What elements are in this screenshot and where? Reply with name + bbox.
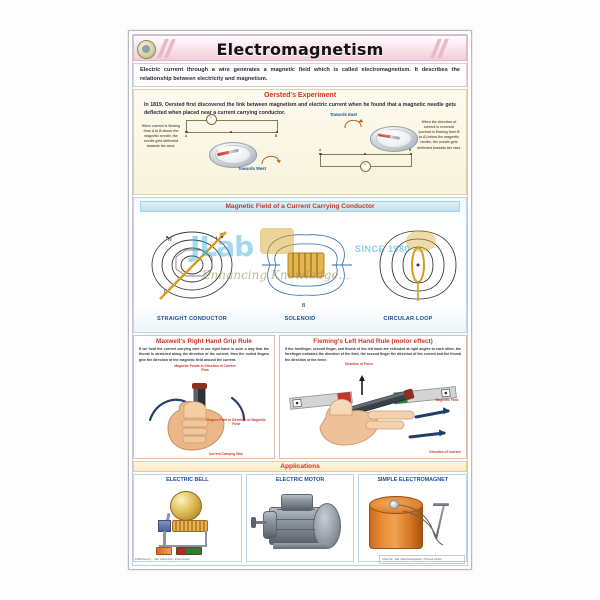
terminal-a-label: A bbox=[319, 148, 322, 152]
page-title: Electromagnetism bbox=[216, 39, 384, 59]
electromagnet-coil-icon bbox=[359, 487, 466, 558]
oersted-section: Oersted's Experiment In 1819, Oersted fi… bbox=[133, 89, 467, 195]
svg-text:I: I bbox=[216, 236, 217, 242]
footer-chart-text: Chart No. : EM / Electromagnetism / Phys… bbox=[382, 557, 442, 561]
label-direction-of-force: Direction of Force bbox=[344, 362, 374, 366]
institute-seal-icon bbox=[137, 40, 156, 59]
intro-text: Electric current through a wire generate… bbox=[140, 67, 460, 83]
poster-inner-border bbox=[132, 34, 468, 566]
label-solenoid: SOLENOID bbox=[284, 316, 316, 322]
application-electric-motor: ELECTRIC MOTOR bbox=[245, 474, 355, 562]
deflection-arc-west-icon bbox=[260, 152, 282, 166]
application-electric-bell: ELECTRIC BELL bbox=[133, 474, 242, 562]
left-hand-rule-body: If the forefinger, second finger, and th… bbox=[285, 347, 461, 362]
terminal-a-label: A bbox=[185, 134, 188, 138]
left-hand-rule-heading: Fleming's Left Hand Rule (motor effect) bbox=[313, 338, 433, 345]
left-hand-rule-icon: Direction of Force bbox=[280, 362, 466, 456]
svg-text:N: N bbox=[168, 237, 172, 243]
magnetic-compass-icon bbox=[209, 138, 257, 168]
oersted-circuit-right: A B bbox=[319, 148, 420, 178]
svg-text:I: I bbox=[164, 289, 165, 295]
footer-publisher: Published by : Jain Laboratory Instrumen… bbox=[135, 557, 190, 561]
label-towards-east: Towards East bbox=[330, 112, 357, 117]
rules-section: Maxwell's Right Hand Grip Rule If we hol… bbox=[133, 335, 467, 459]
applications-row: ELECTRIC BELL ELECTRIC MOTOR bbox=[133, 474, 468, 562]
magnetic-compass-icon bbox=[370, 122, 418, 152]
poster-footer: Published by : Jain Laboratory Instrumen… bbox=[135, 555, 465, 565]
solenoid-coil-icon: B bbox=[250, 215, 362, 315]
label-current-carrying-wire: Current Carrying Wire bbox=[208, 451, 244, 456]
left-hand-rule-panel: Fleming's Left Hand Rule (motor effect) … bbox=[279, 335, 467, 459]
deflection-arc-east-icon bbox=[342, 116, 364, 130]
label-circular-loop: CIRCULAR LOOP bbox=[383, 316, 433, 322]
concentric-field-lines-icon: N I I bbox=[138, 215, 250, 315]
label-thumb-direction: Magnetic Points in Direction of Current … bbox=[174, 364, 236, 373]
right-hand-rule-heading: Maxwell's Right Hand Grip Rule bbox=[156, 338, 252, 345]
circular-loop-field-icon bbox=[362, 215, 471, 315]
poster-header: Electromagnetism bbox=[133, 35, 467, 61]
svg-text:B: B bbox=[302, 303, 306, 309]
oersted-illustration: When current is flowing from A to B abov… bbox=[134, 112, 466, 192]
oersted-body: In 1819, Oersted first discovered the li… bbox=[144, 102, 456, 117]
right-hand-grip-icon: Magnetic Points in Direction of Current … bbox=[134, 362, 274, 456]
label-fingers-direction: Fingers Point in Direction of Magnetic F… bbox=[206, 418, 266, 427]
oersted-circuit-left: A B bbox=[185, 114, 286, 142]
electric-bell-icon bbox=[134, 487, 241, 558]
label-direction-of-current: Direction of Current bbox=[429, 449, 461, 454]
label-electric-motor: ELECTRIC MOTOR bbox=[275, 477, 325, 483]
applications-heading: Applications bbox=[133, 461, 467, 472]
magnetic-field-heading: Magnetic Field of a Current Carrying Con… bbox=[140, 201, 460, 212]
terminal-b-label: B bbox=[275, 134, 278, 138]
electric-motor-icon bbox=[247, 487, 354, 558]
right-hand-rule-body: If we hold the current carrying wire in … bbox=[139, 347, 269, 362]
oersted-caption-right: When the direction of current is reverse… bbox=[417, 120, 461, 150]
label-electric-bell: ELECTRIC BELL bbox=[166, 477, 209, 483]
right-hand-grip-rule-panel: Maxwell's Right Hand Grip Rule If we hol… bbox=[133, 335, 275, 459]
oersted-heading: Oersted's Experiment bbox=[263, 92, 337, 99]
magnetic-field-labels: STRAIGHT CONDUCTOR SOLENOID CIRCULAR LOO… bbox=[138, 316, 462, 328]
footer-chart-info: Chart No. : EM / Electromagnetism / Phys… bbox=[379, 555, 465, 564]
label-straight-conductor: STRAIGHT CONDUCTOR bbox=[157, 316, 227, 322]
application-electromagnet: SIMPLE ELECTROMAGNET bbox=[358, 474, 468, 562]
magnetic-field-diagrams: N I I bbox=[138, 215, 462, 315]
label-simple-electromagnet: SIMPLE ELECTROMAGNET bbox=[377, 477, 449, 483]
intro-strip: Electric current through a wire generate… bbox=[133, 63, 467, 87]
terminal-b-label: B bbox=[409, 148, 412, 152]
magnetic-field-section: Magnetic Field of a Current Carrying Con… bbox=[133, 197, 467, 333]
oersted-caption-left: When current is flowing from A to B abov… bbox=[141, 124, 181, 149]
label-magnetic-field: Magnetic Field bbox=[435, 398, 459, 402]
electromagnetism-poster: Electromagnetism Electric current throug… bbox=[128, 30, 472, 570]
label-towards-west: Towards West bbox=[238, 166, 266, 171]
